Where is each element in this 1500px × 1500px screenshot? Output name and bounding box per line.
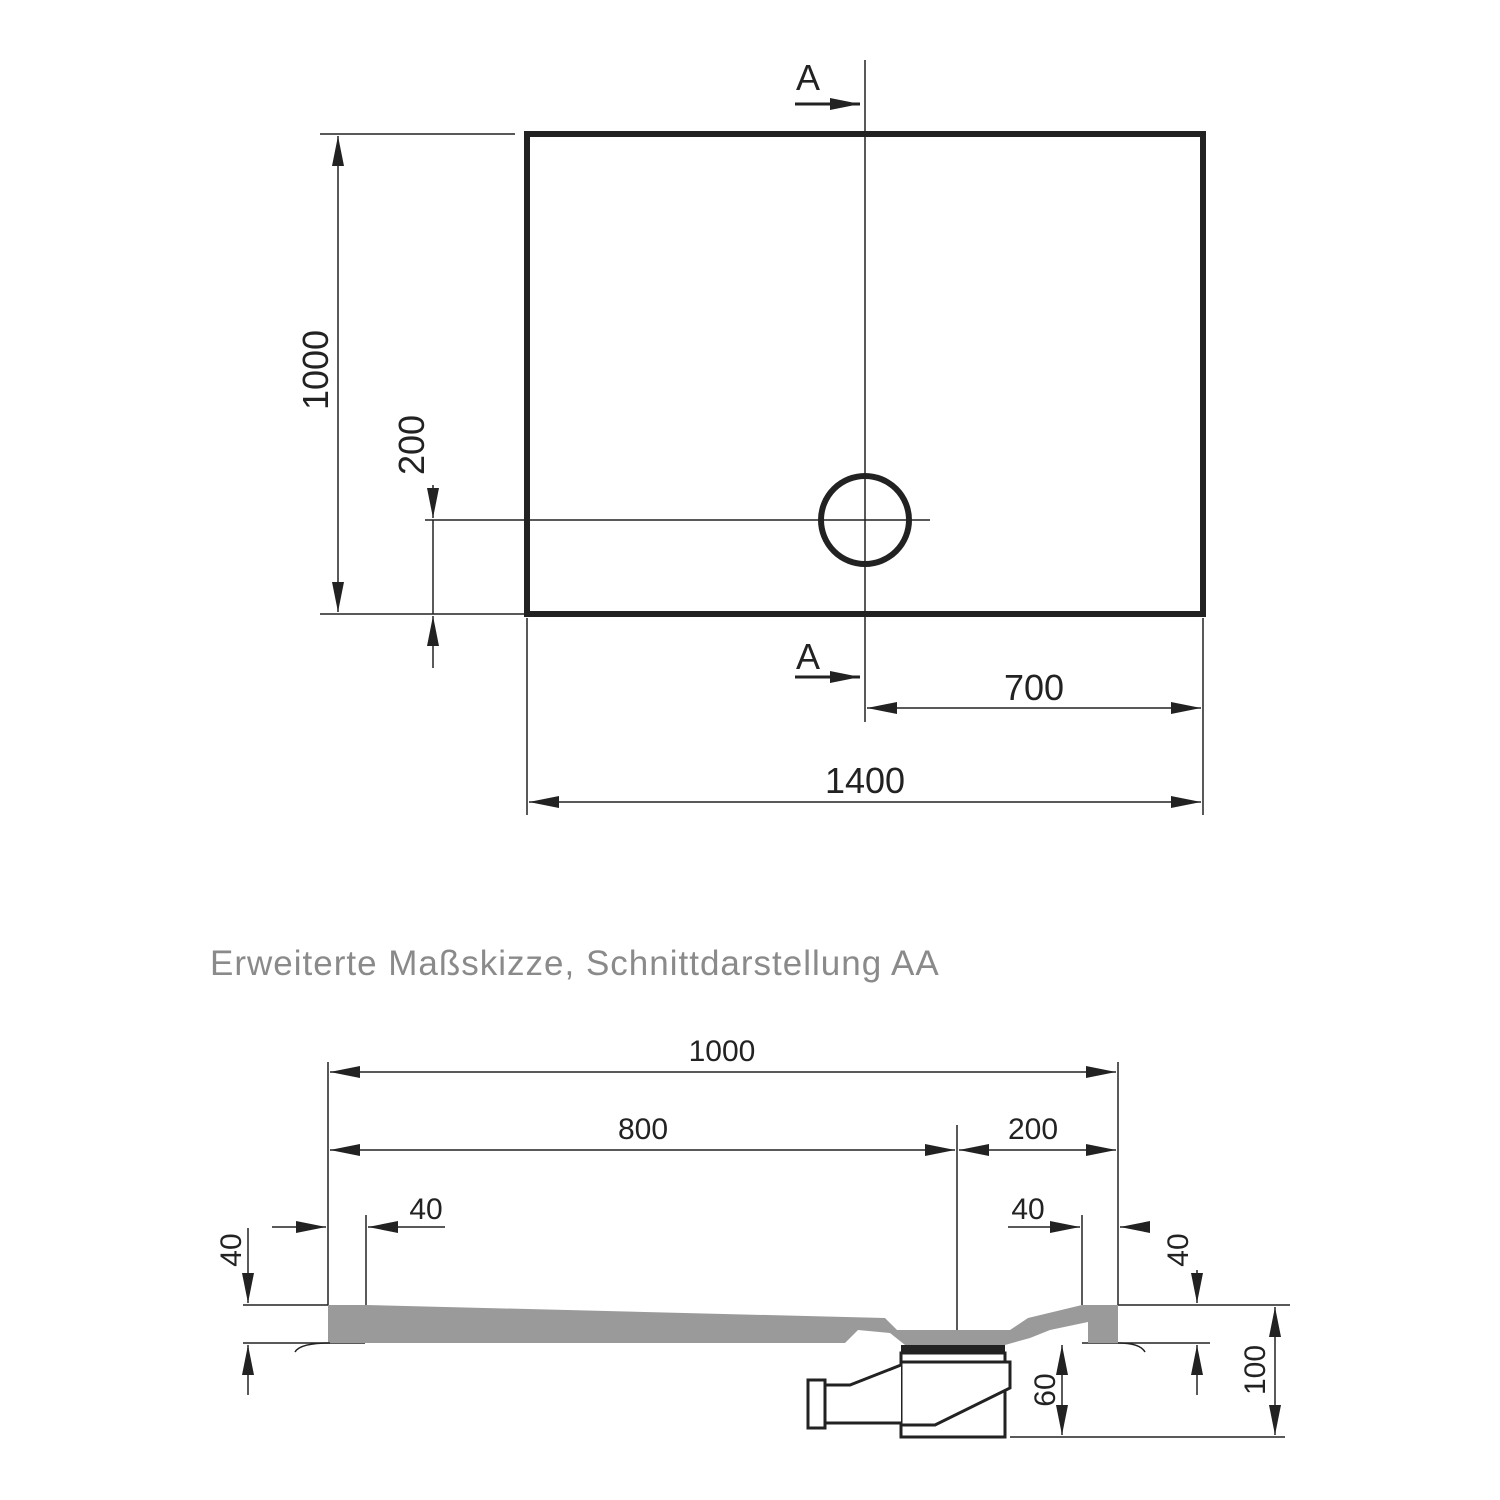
section-marker-bottom: A	[796, 636, 820, 677]
dim-right-height-label: 40	[1162, 1233, 1195, 1266]
dim-total-label: 1000	[689, 1035, 756, 1068]
dim-left-rim-label: 40	[409, 1193, 442, 1226]
dim-height-label: 1000	[295, 330, 336, 410]
dim-total-height-label: 100	[1239, 1345, 1272, 1395]
section-marker-top: A	[796, 57, 820, 98]
dim-drain-offset-y-label: 200	[391, 415, 432, 475]
dim-right-rim-label: 40	[1011, 1193, 1044, 1226]
tray-cross-section	[328, 1305, 1118, 1345]
drain-trap	[806, 1345, 1012, 1439]
dim-drain-offset-x-label: 700	[1004, 667, 1064, 708]
dim-to-drain-label: 800	[618, 1113, 668, 1146]
dim-left-height-label: 40	[215, 1233, 248, 1266]
section-view: 1000 800 200 40 40 40 40 60 100	[215, 1035, 1290, 1439]
plan-view: A A 1000 200 700 1400	[295, 57, 1206, 815]
section-title: Erweiterte Maßskizze, Schnittdarstellung…	[210, 944, 940, 983]
support-foot-right	[1117, 1342, 1146, 1353]
dim-drain-height-label: 60	[1029, 1373, 1062, 1406]
support-foot-left	[294, 1342, 331, 1353]
dim-drain-to-edge-label: 200	[1008, 1113, 1058, 1146]
dim-width-label: 1400	[825, 760, 905, 801]
